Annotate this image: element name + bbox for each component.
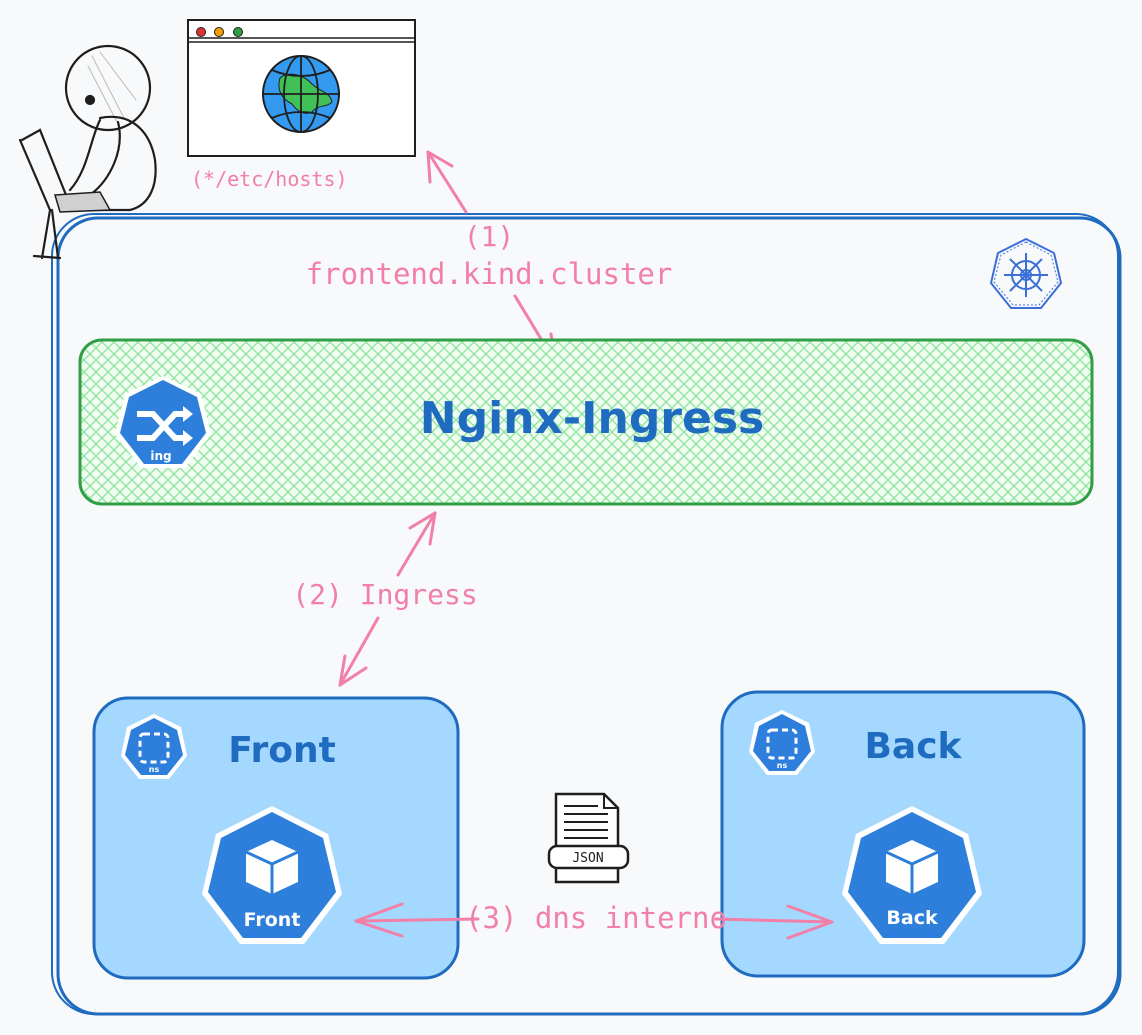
back-pod-label: Back xyxy=(886,907,938,929)
arrow-step3 xyxy=(354,902,834,940)
back-title: Back xyxy=(864,726,962,767)
front-title: Front xyxy=(228,730,336,771)
json-document-icon: JSON xyxy=(547,792,630,884)
step3-label: (3) dns interno xyxy=(465,901,727,935)
arrow-step2 xyxy=(338,511,437,687)
kubernetes-helm-icon xyxy=(989,237,1063,309)
ingress-icon-label: ing xyxy=(150,449,171,463)
step2-label: (2) Ingress xyxy=(292,578,477,611)
front-pod-label: Front xyxy=(244,909,301,931)
step1-host: frontend.kind.cluster xyxy=(306,257,673,291)
back-ns-label: ns xyxy=(777,761,788,770)
namespace-icon: ns xyxy=(749,710,815,775)
pod-cube-icon: Front xyxy=(202,806,342,944)
ingress-bar xyxy=(78,338,1094,506)
front-ns-label: ns xyxy=(149,765,160,774)
ingress-title: Nginx-Ingress xyxy=(420,393,764,444)
browser-globe-icon xyxy=(187,19,416,157)
person-at-laptop-icon xyxy=(18,44,157,260)
ingress-shuffle-icon: ing xyxy=(115,376,211,468)
json-label: JSON xyxy=(572,851,603,866)
pod-cube-icon: Back xyxy=(842,806,982,944)
namespace-icon: ns xyxy=(121,714,187,779)
step1-number: (1) xyxy=(464,220,515,253)
hosts-note: (*/etc/hosts) xyxy=(191,167,348,191)
